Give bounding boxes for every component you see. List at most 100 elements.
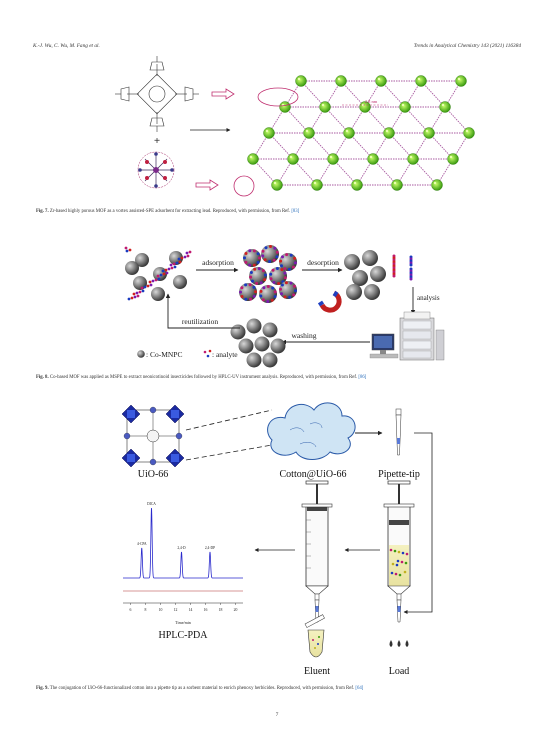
fig8-bound-analyte bbox=[280, 268, 284, 272]
fig8-analyte-dot bbox=[154, 278, 158, 282]
fig8-washed-particle bbox=[246, 352, 262, 368]
fig9-label-eluent: Eluent bbox=[304, 666, 330, 677]
fig8-bound-analyte bbox=[254, 290, 257, 294]
fig9-load-analyte-dot bbox=[397, 550, 401, 554]
fig8-bound-analyte bbox=[293, 256, 297, 260]
mof-node-highlight bbox=[305, 129, 309, 133]
fig8-bound-analyte bbox=[248, 263, 252, 267]
fig8-bound-analyte bbox=[279, 287, 282, 291]
uio66-edge-node bbox=[175, 432, 183, 440]
fig8-bound-analyte bbox=[239, 290, 242, 294]
mof-node-highlight bbox=[321, 103, 325, 107]
uio66-zr-core bbox=[171, 454, 179, 462]
fig8-analyte-dot bbox=[127, 297, 131, 301]
fig8-bound-analyte bbox=[269, 272, 273, 276]
fig8-analyte-dot bbox=[162, 272, 166, 276]
fig9-load-analyte-dot bbox=[404, 561, 408, 565]
mof-node-highlight bbox=[417, 77, 421, 81]
fig8-bound-analyte bbox=[270, 298, 274, 302]
mof-linker bbox=[348, 132, 374, 160]
mof-linker bbox=[364, 106, 390, 134]
fig9-uio66-structure bbox=[121, 404, 185, 468]
fig9-arrow-pipette-to-load bbox=[403, 432, 433, 614]
mof-node-highlight bbox=[409, 155, 413, 159]
mof-node bbox=[335, 75, 347, 87]
fig9-eluent-vial bbox=[304, 614, 325, 658]
fig9-dashed-line-top bbox=[185, 409, 273, 431]
mof-node bbox=[351, 179, 363, 191]
fig8-bound-analyte bbox=[262, 286, 266, 290]
fig8-caption-ref[interactable]: [86] bbox=[358, 375, 367, 380]
uio66-edge-node bbox=[149, 458, 157, 466]
fig9-load-analyte-dot bbox=[400, 560, 404, 564]
fig8-bound-analyte bbox=[288, 295, 292, 299]
fig8-bound-analyte bbox=[284, 281, 288, 285]
fig8-bound-analyte bbox=[269, 245, 272, 248]
fig8-analyte-dot bbox=[124, 246, 128, 250]
fig8-washed-particle bbox=[262, 322, 278, 338]
fig8-bound-analyte bbox=[240, 286, 244, 290]
fig8-analyte-dot bbox=[177, 257, 181, 261]
fig7-mof-framework bbox=[247, 75, 475, 191]
fig8-bound-analyte bbox=[259, 294, 263, 298]
fig8-bound-analyte bbox=[275, 255, 279, 259]
fig9-caption-ref[interactable]: [64] bbox=[355, 686, 364, 691]
fig8-bound-analyte bbox=[292, 265, 295, 269]
mof-node bbox=[407, 153, 419, 165]
fig9-pipette-tip bbox=[395, 408, 402, 456]
fig8-analyte-dot bbox=[165, 271, 169, 275]
mof-node bbox=[383, 127, 395, 139]
fig8-analyte-dot bbox=[149, 283, 153, 287]
mof-linker bbox=[420, 80, 446, 108]
mof-node-highlight bbox=[393, 181, 397, 185]
running-header-journal: Trends in Analytical Chemistry 143 (2021… bbox=[413, 43, 521, 49]
uio66-zr-core bbox=[127, 454, 135, 462]
fig8-caption-text: Co-based MOF was applied as MSPE to extr… bbox=[49, 375, 358, 380]
fig8-bound-analyte bbox=[269, 277, 273, 281]
fig8-bound-analyte bbox=[244, 260, 248, 264]
fig8-caption-label: Fig. 8. bbox=[36, 375, 49, 380]
mof-node bbox=[287, 153, 299, 165]
fig9-cotton-cloud bbox=[267, 402, 356, 460]
mof-node-highlight bbox=[425, 129, 429, 133]
fig8-co-mnpc-particle bbox=[173, 275, 187, 289]
mof-linker bbox=[412, 158, 438, 186]
fig8-bound-analyte bbox=[275, 267, 279, 270]
fig8-bound-analyte bbox=[240, 295, 244, 298]
mof-linker bbox=[372, 158, 398, 186]
chrom-trace-sample bbox=[123, 507, 243, 579]
mof-node-highlight bbox=[273, 181, 277, 185]
fig7-caption-ref[interactable]: [83] bbox=[291, 209, 300, 214]
fig8-bound-analyte bbox=[256, 252, 260, 256]
fig8-bound-analyte bbox=[243, 256, 246, 260]
fig7-caption: Fig. 7. Zr-based highly porous MOF as a … bbox=[36, 209, 526, 215]
fig8-bound-analyte bbox=[244, 283, 248, 287]
fig7-zr-cluster bbox=[137, 151, 175, 189]
fig8-bound-analyte bbox=[280, 292, 283, 296]
fig8-washed-particles bbox=[230, 318, 286, 368]
mof-linker bbox=[308, 132, 334, 160]
legend-co-mnpc-label: : Co-MNPC bbox=[146, 350, 182, 359]
fig8-bound-analyte bbox=[261, 269, 265, 273]
fig8-bound-analyte bbox=[251, 279, 254, 283]
fig8-bound-analyte bbox=[289, 281, 293, 285]
fig8-bound-analyte bbox=[261, 249, 265, 253]
fig8-washed-particle bbox=[254, 336, 270, 352]
mof-linker bbox=[380, 80, 406, 108]
fig8-released-analyte-dot bbox=[409, 277, 413, 281]
mof-node bbox=[295, 75, 307, 87]
mof-node bbox=[271, 179, 283, 191]
fig8-label-adsorption: adsorption bbox=[202, 258, 234, 267]
fig9-label-hplc: HPLC-PDA bbox=[159, 630, 209, 641]
fig8-analyte-dot bbox=[135, 291, 139, 295]
fig8-released-analyte-dot bbox=[392, 274, 396, 278]
fig8-hplc-instrument bbox=[369, 311, 445, 361]
chrom-x-label: Time/min bbox=[175, 620, 191, 625]
fig8-bound-analyte bbox=[258, 256, 261, 260]
fig8-desorbed-particles bbox=[344, 250, 386, 300]
fig8-bound-analyte bbox=[294, 289, 297, 293]
fig8-bound-analyte bbox=[252, 285, 256, 289]
fig7-dimension-label: 2.8 nm bbox=[365, 99, 378, 104]
fig8-label-analysis: analysis bbox=[417, 294, 440, 302]
